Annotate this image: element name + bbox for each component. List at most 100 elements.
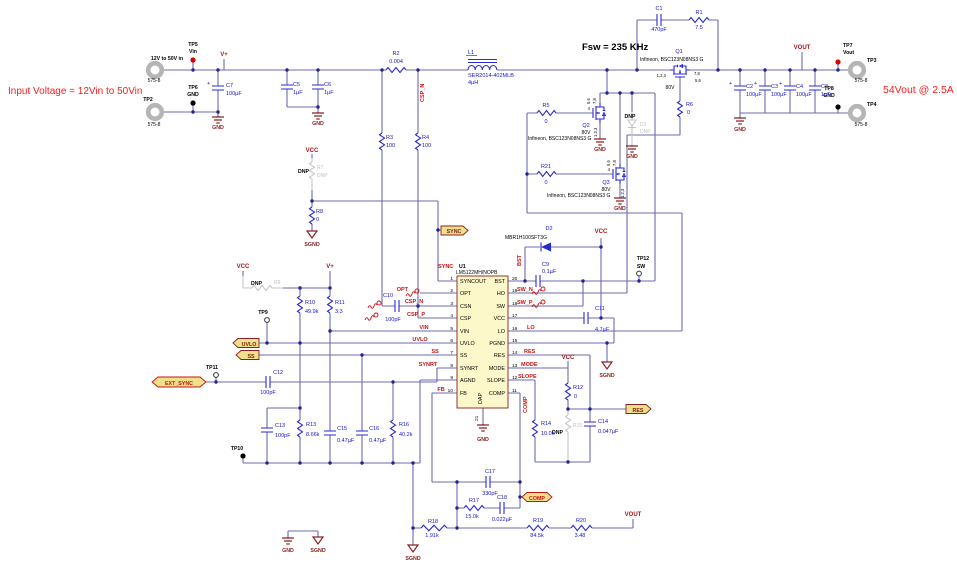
q2-pins-dt: 7,8	[592, 98, 597, 104]
vplus-flag: V+	[326, 264, 334, 270]
r5-value: 0	[544, 119, 547, 125]
cap-c13	[261, 427, 273, 433]
c18-ref: C18	[497, 495, 507, 501]
u1-pin-name: UVLO	[460, 341, 475, 347]
u1-pin-num: 4	[450, 313, 453, 319]
gnd-symbol	[311, 111, 325, 120]
junction-dots	[191, 68, 840, 530]
gnd-text: GND	[614, 206, 626, 212]
input-connector-label: 12V to 50V in	[151, 56, 183, 62]
r11-ref: R11	[335, 300, 345, 306]
c3-ref: C3	[771, 84, 778, 90]
symbols	[148, 14, 864, 553]
c13-value: 100pF	[275, 433, 291, 439]
q3-part: Infineon, BSC123N08NS3 G	[547, 193, 610, 199]
resistor-r14	[531, 419, 539, 438]
d2-ref: D2	[545, 226, 552, 232]
q2-ref: Q2	[582, 123, 589, 129]
sgnd-symbol	[601, 361, 613, 370]
u1-pin-num: 18	[512, 301, 518, 307]
r7-ghost-ref: R7	[317, 165, 324, 171]
vcc-flag: VCC	[306, 148, 319, 154]
u1-pin-name: SYNRT	[460, 366, 479, 372]
uvlo-label-text: UVLO	[242, 342, 257, 348]
resistor-r17	[463, 504, 485, 512]
csp-p-net-text: CSP_P	[407, 312, 425, 318]
d2-part: MBR1H100SFT3G	[505, 235, 547, 241]
sgnd-symbol	[306, 230, 318, 239]
sgnd-text: SGND	[304, 242, 319, 248]
comp-label-shape	[521, 492, 553, 502]
uvlo-label-shape	[232, 338, 260, 348]
vplus-flag: V+	[220, 52, 228, 58]
u1-dap-pin-num: 21	[474, 415, 480, 421]
cap-c16	[356, 430, 368, 436]
mosfet-q3	[612, 163, 626, 185]
res-label-text: RES	[633, 408, 644, 414]
q3-rating: 80V	[602, 187, 612, 193]
resistor-r4	[414, 132, 422, 151]
l1-part: SER2014-402MLB	[468, 73, 514, 79]
gnd-text: GND	[282, 548, 294, 554]
sync-label-shape	[440, 225, 469, 236]
csp-n-vert-label: CSP_N	[420, 84, 426, 102]
r10-value: 49.9k	[305, 309, 319, 315]
u1-pin-num: 15	[512, 338, 518, 344]
r7-ghost-note: DNP	[317, 173, 328, 179]
cap-c7	[212, 85, 224, 91]
ss-label-text: SS	[247, 354, 255, 360]
resistor-r19	[526, 524, 550, 532]
gnd-symbol	[625, 144, 639, 153]
resistor-r10	[296, 295, 304, 314]
u1-pin-name: FB	[460, 391, 467, 397]
diode-d1-dnp	[627, 119, 637, 129]
resistor-r5	[536, 109, 557, 117]
synrt-net-text: SYNRT	[419, 362, 438, 368]
resistor-r13	[296, 419, 304, 438]
cap-c3	[759, 85, 771, 91]
q1-pins-db: 5,6	[695, 78, 701, 83]
vout-flag: VOUT	[625, 512, 642, 518]
resistor-r12	[564, 382, 572, 401]
tp11-ref: TP11	[206, 365, 218, 371]
gnd-symbol	[281, 536, 295, 545]
tp4-connector	[850, 106, 864, 120]
res-net-text: RES	[524, 349, 536, 355]
u1-pin-name: PGND	[489, 341, 505, 347]
u1-pin-name: OPT	[460, 291, 472, 297]
c11-ref: C11	[595, 306, 605, 312]
fb-net-text: FB	[437, 387, 444, 393]
c3-plus: +	[754, 81, 757, 87]
u1-pin-num: 16	[512, 326, 518, 332]
u1-pin-num: 3	[450, 301, 453, 307]
net-label-shapes	[151, 225, 652, 502]
tp8-ref: TP8	[824, 86, 834, 92]
u1-pin-num: 9	[450, 375, 453, 381]
r8-value: 0	[316, 217, 319, 223]
r1-value: 7.5	[695, 25, 703, 31]
vin-net-text: VIN	[419, 325, 428, 331]
c2-ref: C2	[746, 84, 753, 90]
u1-pin-num: 17	[512, 313, 518, 319]
r5-ref: R5	[542, 103, 549, 109]
sgnd-text: SGND	[405, 556, 420, 562]
comp-vert-label: COMP	[523, 396, 529, 413]
r10-ref: R10	[305, 300, 315, 306]
r7-dnp-flag: DNP	[298, 169, 309, 175]
c17-value: 330pF	[482, 491, 498, 497]
mosfet-q1	[669, 64, 691, 78]
r1-ref: R1	[695, 10, 702, 16]
r4-ref: R4	[422, 135, 429, 141]
c10-ref: C10	[383, 293, 393, 299]
u1-pin-name: CSP	[460, 316, 471, 322]
u1-pin-num: 8	[450, 363, 453, 369]
q2-pins-s: 1,2,3	[593, 127, 598, 137]
inductor-l1	[466, 55, 498, 71]
c4-plus: +	[779, 81, 782, 87]
ic-u1: 1 2 3 4 5 6 7 8 9 10 SYNCOUT OPT CSN CSP…	[448, 275, 518, 421]
u1-pin-num: 2	[450, 288, 453, 294]
tp9-ref: TP9	[258, 310, 268, 316]
gnd-symbol	[211, 115, 225, 124]
r19-ref: R19	[533, 518, 543, 524]
